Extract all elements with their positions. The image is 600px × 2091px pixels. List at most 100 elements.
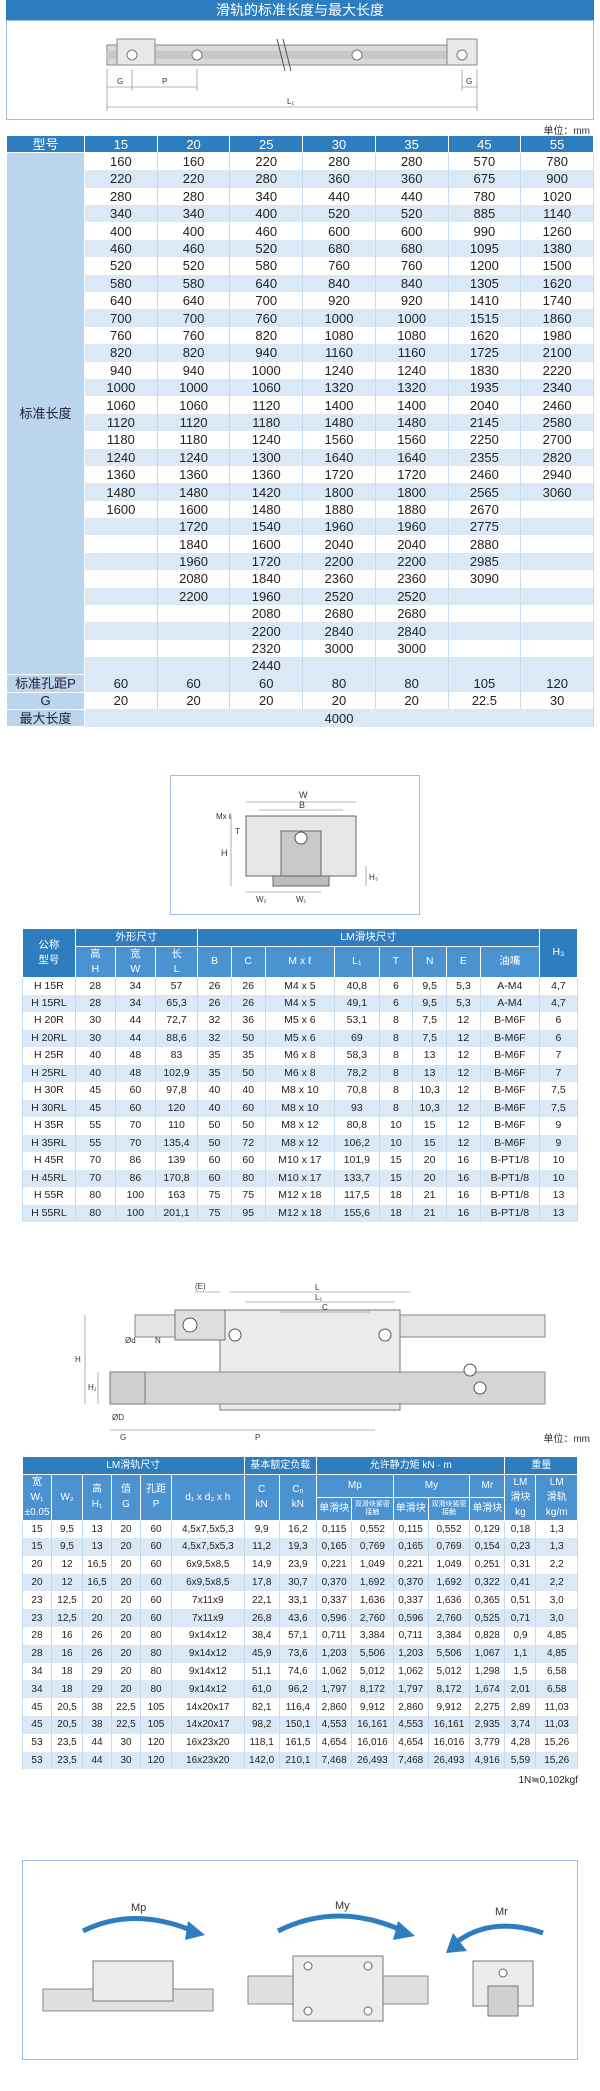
g-cell: 20 (156, 692, 231, 710)
load-moment-header: 允许静力矩 kN · m (316, 1456, 506, 1475)
block-cell: 34 (114, 977, 156, 995)
load-cell: 23,5 (50, 1733, 84, 1752)
side-label-p: P (255, 1433, 260, 1442)
rail-length-cell: 1305 (447, 274, 522, 293)
load-cell: 96,2 (278, 1680, 318, 1699)
rail-length-cell: 2220 (520, 361, 594, 379)
block-cell: 44 (114, 1012, 156, 1030)
load-cell: 0,552 (351, 1520, 394, 1539)
rail-length-cell: 520 (156, 257, 231, 275)
rail-length-cell (520, 552, 594, 571)
load-cell: 0,596 (392, 1609, 429, 1628)
load-cell: 0,711 (392, 1627, 429, 1645)
block-cell: 20 (412, 1152, 447, 1170)
rail-length-cell (447, 622, 522, 640)
rail-length-cell: 760 (84, 326, 158, 345)
block-cell: 75 (197, 1204, 232, 1222)
block-cell: 72 (230, 1134, 266, 1152)
load-cell: 20 (22, 1555, 52, 1574)
rail-length-cell: 280 (84, 187, 158, 206)
block-cell: M4 x 5 (264, 994, 336, 1012)
load-cell: 14,9 (243, 1555, 280, 1574)
block-cell: 20 (412, 1169, 447, 1187)
load-cell: 7,468 (392, 1751, 429, 1770)
rail-length-cell: 640 (156, 292, 231, 310)
block-cell: 16 (446, 1152, 481, 1170)
load-cell: 116,4 (278, 1698, 318, 1717)
mp-double-header: 双滑块紧密接触 (351, 1496, 394, 1521)
rail-length-cell: 1410 (447, 292, 522, 310)
block-cell: M6 x 8 (264, 1047, 336, 1065)
rail-model-header: 35 (374, 134, 449, 154)
block-cell: 10 (378, 1134, 414, 1152)
load-cell: 5,012 (351, 1662, 394, 1681)
rail-length-section: 滑轨的标准长度与最大长度 G P G L₁ 单位：mm (0, 0, 600, 137)
load-cell: 3,0 (535, 1591, 578, 1610)
block-diagram-section: W B Mx ℓ T H H₃ W₂ W₁ (0, 775, 600, 920)
g-cell: 20 (374, 692, 449, 710)
load-cell: 11,03 (535, 1716, 578, 1734)
block-cell: B-PT1/8 (479, 1152, 540, 1170)
load-cell: 1,692 (351, 1573, 394, 1592)
load-cell: 20 (111, 1662, 141, 1681)
g-cell: 20 (302, 692, 376, 710)
load-cell: 80 (139, 1680, 173, 1699)
rail-length-cell: 940 (229, 344, 304, 362)
rail-length-cell: 2840 (302, 622, 376, 640)
load-cell: 0,370 (392, 1573, 429, 1592)
block-cell: 13 (538, 1204, 579, 1222)
block-cell: 5,3 (446, 977, 481, 995)
dim-l1: L₁ (287, 97, 294, 106)
block-cell: B-PT1/8 (479, 1169, 540, 1187)
load-cell: 1,067 (469, 1644, 506, 1663)
rail-length-cell: 1500 (520, 257, 594, 275)
load-cell: 0,115 (316, 1520, 353, 1539)
load-cell: 0,221 (316, 1555, 353, 1574)
rail-length-cell: 2080 (229, 605, 304, 623)
block-cell: 16 (446, 1187, 481, 1205)
load-cell: 9x14x12 (171, 1662, 245, 1681)
g-cell: 20 (229, 692, 304, 710)
block-subheader: N (412, 945, 447, 978)
block-cell: 36 (230, 1012, 266, 1030)
rail-length-cell: 1060 (229, 378, 304, 397)
rail-length-cell: 2340 (520, 378, 594, 397)
block-cell: 15 (378, 1152, 414, 1170)
load-cell: 44 (82, 1751, 113, 1770)
rail-length-cell: 780 (520, 152, 594, 171)
load-cell: 16 (50, 1644, 84, 1663)
rail-model-header: 45 (447, 134, 522, 154)
rail-length-cell: 2040 (447, 396, 522, 414)
rail-length-cell: 1000 (374, 309, 449, 327)
block-cell: 133,7 (334, 1169, 380, 1187)
rail-length-cell: 1180 (156, 431, 231, 449)
load-cell: 0,165 (392, 1538, 429, 1556)
load-cell: 16,2 (278, 1520, 318, 1539)
rail-length-cell (84, 622, 158, 640)
label-h: H (221, 848, 228, 858)
rail-length-cell (447, 639, 522, 658)
rail-length-cell: 400 (229, 205, 304, 223)
rail-length-cell: 1360 (229, 465, 304, 484)
load-cell: 20 (111, 1680, 141, 1699)
load-cell: 73,6 (278, 1644, 318, 1663)
load-cell: 11,2 (243, 1538, 280, 1556)
rail-length-cell: 460 (229, 222, 304, 240)
block-cell: 69 (334, 1029, 380, 1047)
block-cell: B-PT1/8 (479, 1204, 540, 1222)
block-cell: 8 (378, 1064, 414, 1082)
block-cell: 12 (446, 1117, 481, 1135)
block-cell: 65,3 (154, 994, 199, 1012)
load-cell: 0,769 (351, 1538, 394, 1556)
block-h3-header: H₃ (538, 928, 579, 978)
block-cell: 75 (230, 1187, 266, 1205)
rail-length-cell: 1000 (302, 309, 376, 327)
load-cell: 4,85 (535, 1644, 578, 1663)
